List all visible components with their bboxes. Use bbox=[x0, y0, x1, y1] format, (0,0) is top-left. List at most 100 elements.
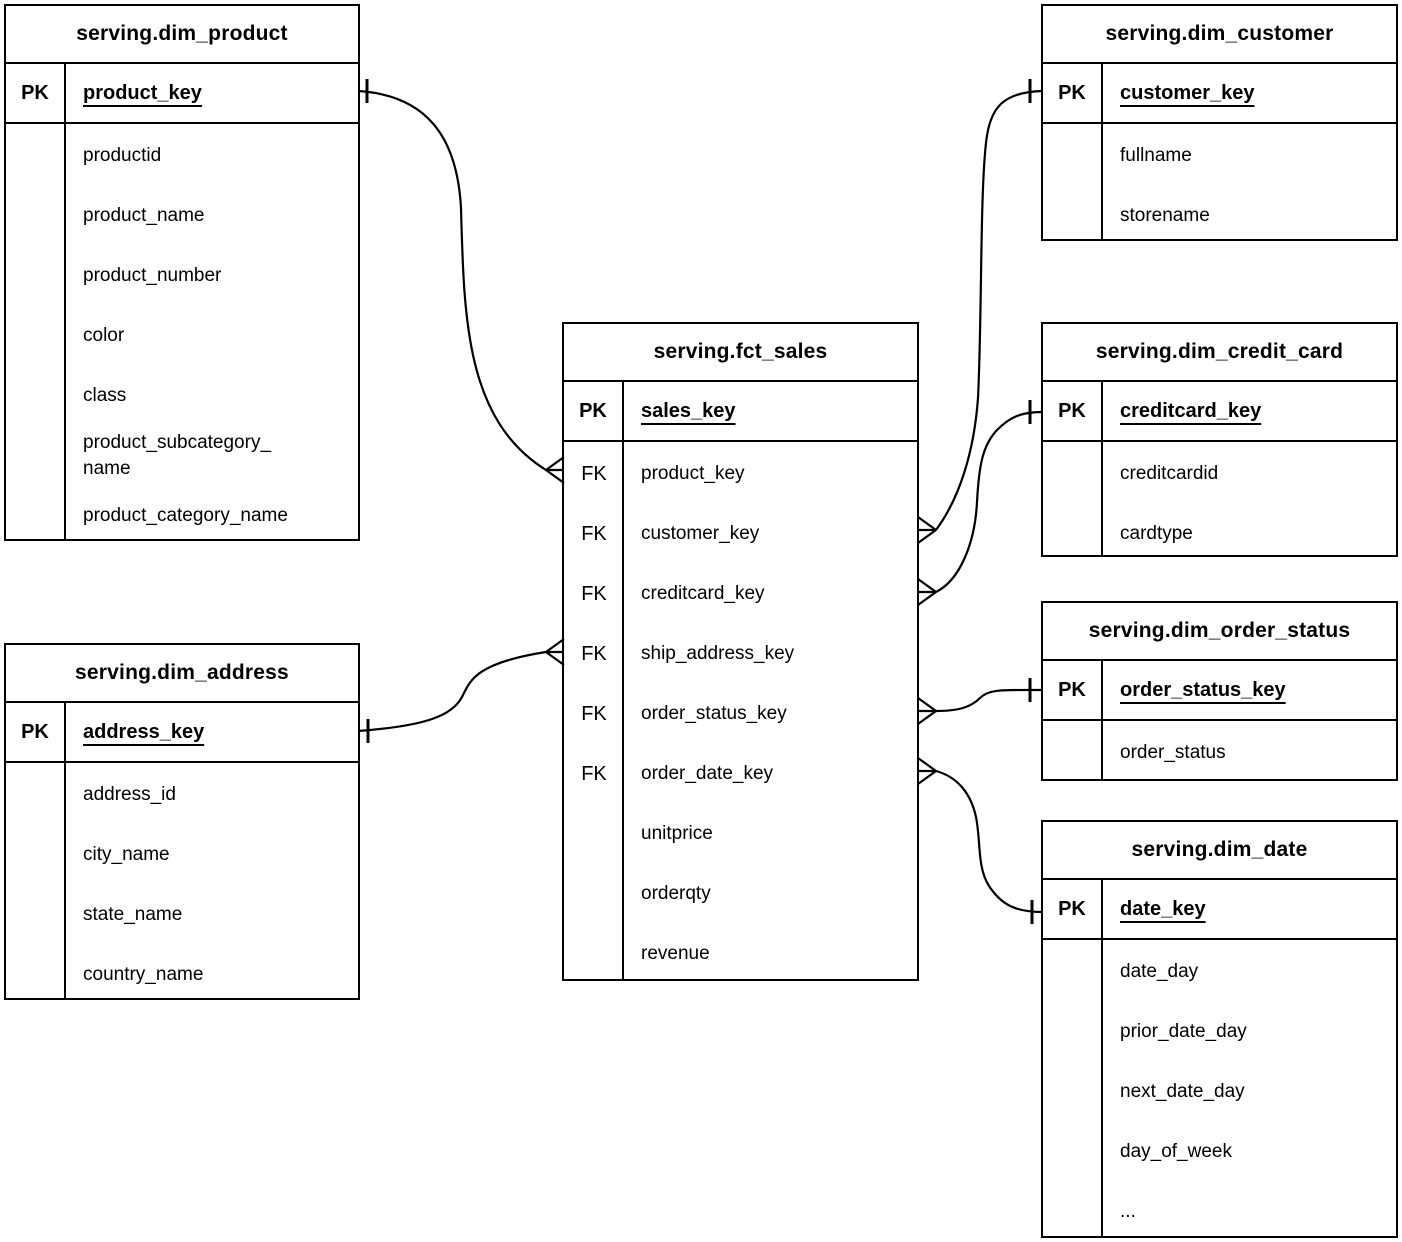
field: order_status bbox=[1120, 742, 1226, 763]
field: ... bbox=[1120, 1201, 1136, 1222]
fk-field: customer_key bbox=[641, 523, 760, 544]
table-dim-date: serving.dim_date PK date_key date_day pr… bbox=[1041, 820, 1398, 1238]
fk-badge: FK bbox=[581, 462, 607, 485]
field: prior_date_day bbox=[1120, 1021, 1247, 1042]
connector-customer-sales bbox=[917, 79, 1044, 544]
connector-orderstatus-sales bbox=[917, 678, 1044, 725]
field-list: FK product_key FK customer_key FK credit… bbox=[564, 442, 917, 979]
crowsfoot-many-icon bbox=[917, 757, 937, 785]
fk-field: order_status_key bbox=[641, 703, 787, 724]
connector-address-sales bbox=[357, 638, 565, 743]
field-list: date_day prior_date_day next_date_day da… bbox=[1043, 940, 1396, 1236]
pk-field: product_key bbox=[83, 81, 202, 104]
field: city_name bbox=[83, 844, 170, 865]
measure-row: unitprice bbox=[564, 804, 917, 864]
pk-row: PK sales_key bbox=[564, 382, 917, 442]
field: creditcardid bbox=[1120, 463, 1219, 484]
connector-product-sales bbox=[357, 79, 565, 484]
pk-row: PK order_status_key bbox=[1043, 661, 1396, 721]
pk-field: creditcard_key bbox=[1120, 399, 1262, 422]
field: state_name bbox=[83, 904, 183, 925]
pk-badge: PK bbox=[6, 64, 66, 122]
field-list: fullname storename bbox=[1043, 124, 1396, 239]
relationship-line bbox=[357, 89, 547, 471]
pk-row: PK creditcard_key bbox=[1043, 382, 1396, 442]
relationship-line bbox=[935, 769, 1044, 914]
table-title: serving.dim_customer bbox=[1043, 6, 1396, 64]
fk-badge: FK bbox=[581, 702, 607, 725]
pk-field: date_key bbox=[1120, 897, 1206, 920]
field: storename bbox=[1120, 205, 1210, 226]
table-title: serving.fct_sales bbox=[564, 324, 917, 382]
pk-badge: PK bbox=[1043, 880, 1103, 938]
empty-tag bbox=[564, 804, 624, 864]
field-list: address_id city_name state_name country_… bbox=[6, 763, 358, 998]
pk-row: PK date_key bbox=[1043, 880, 1396, 940]
table-dim-customer: serving.dim_customer PK customer_key ful… bbox=[1041, 4, 1398, 241]
pk-badge: PK bbox=[1043, 661, 1103, 719]
fk-row: FK product_key bbox=[564, 444, 917, 504]
measure-row: orderqty bbox=[564, 864, 917, 924]
field: product_name bbox=[83, 205, 205, 226]
field: color bbox=[83, 325, 125, 346]
table-title: serving.dim_date bbox=[1043, 822, 1396, 880]
table-title: serving.dim_product bbox=[6, 6, 358, 64]
fk-row: FK order_date_key bbox=[564, 744, 917, 804]
field: unitprice bbox=[641, 823, 713, 844]
relationship-line bbox=[935, 688, 1044, 713]
fk-field: ship_address_key bbox=[641, 643, 795, 664]
pk-row: PK address_key bbox=[6, 703, 358, 763]
field: day_of_week bbox=[1120, 1141, 1232, 1162]
fk-badge: FK bbox=[581, 522, 607, 545]
fk-badge: FK bbox=[581, 762, 607, 785]
table-dim-address: serving.dim_address PK address_key addre… bbox=[4, 643, 360, 1000]
fk-field: order_date_key bbox=[641, 763, 774, 784]
pk-row: PK product_key bbox=[6, 64, 358, 124]
pk-badge: PK bbox=[1043, 382, 1103, 440]
field: revenue bbox=[641, 943, 710, 964]
pk-badge: PK bbox=[1043, 64, 1103, 122]
pk-field: order_status_key bbox=[1120, 678, 1286, 701]
field: product_category_name bbox=[83, 505, 288, 526]
pk-row: PK customer_key bbox=[1043, 64, 1396, 124]
field-list: order_status bbox=[1043, 721, 1396, 779]
table-fct-sales: serving.fct_sales PK sales_key FK produc… bbox=[562, 322, 919, 981]
fk-row: FK ship_address_key bbox=[564, 624, 917, 684]
measure-row: revenue bbox=[564, 924, 917, 984]
fk-badge: FK bbox=[581, 582, 607, 605]
field: product_subcategory_ name bbox=[83, 432, 272, 479]
relationship-line bbox=[935, 410, 1044, 593]
fk-field: creditcard_key bbox=[641, 583, 765, 604]
fk-badge: FK bbox=[581, 642, 607, 665]
pk-field: customer_key bbox=[1120, 81, 1255, 104]
field: fullname bbox=[1120, 145, 1192, 166]
pk-badge: PK bbox=[6, 703, 66, 761]
field: address_id bbox=[83, 784, 176, 805]
field-list: productid product_name product_number co… bbox=[6, 124, 358, 539]
crowsfoot-many-icon bbox=[917, 697, 937, 725]
connector-date-sales bbox=[917, 757, 1044, 924]
field: next_date_day bbox=[1120, 1081, 1245, 1102]
field: orderqty bbox=[641, 883, 711, 904]
table-title: serving.dim_address bbox=[6, 645, 358, 703]
field: productid bbox=[83, 145, 162, 166]
field: country_name bbox=[83, 964, 204, 985]
fk-field: product_key bbox=[641, 463, 745, 484]
table-title: serving.dim_order_status bbox=[1043, 603, 1396, 661]
empty-tag bbox=[564, 864, 624, 924]
relationship-line bbox=[935, 89, 1044, 531]
field: class bbox=[83, 385, 127, 406]
field: cardtype bbox=[1120, 523, 1193, 544]
crowsfoot-many-icon bbox=[917, 516, 937, 544]
pk-field: address_key bbox=[83, 720, 205, 743]
field-list: creditcardid cardtype bbox=[1043, 442, 1396, 555]
field: date_day bbox=[1120, 961, 1199, 982]
table-title: serving.dim_credit_card bbox=[1043, 324, 1396, 382]
pk-field: sales_key bbox=[641, 399, 736, 422]
table-dim-order-status: serving.dim_order_status PK order_status… bbox=[1041, 601, 1398, 781]
connector-creditcard-sales bbox=[917, 400, 1044, 606]
fk-row: FK order_status_key bbox=[564, 684, 917, 744]
relationship-line bbox=[357, 650, 547, 733]
table-dim-product: serving.dim_product PK product_key produ… bbox=[4, 4, 360, 541]
